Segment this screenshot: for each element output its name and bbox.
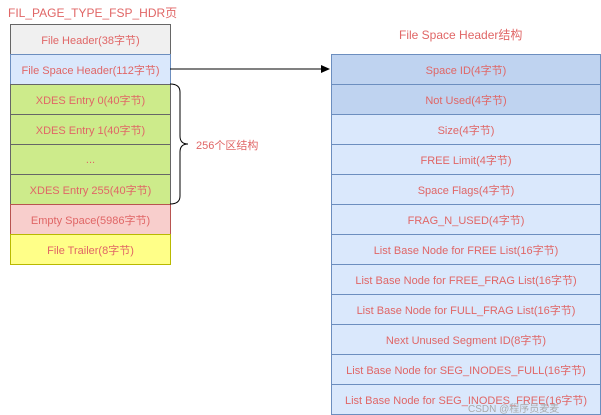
header-field-8: List Base Node for FULL_FRAG List(16字节) bbox=[331, 294, 601, 325]
left-block-4: ... bbox=[10, 144, 171, 175]
left-title: FIL_PAGE_TYPE_FSP_HDR页 bbox=[8, 6, 178, 20]
brace-icon bbox=[169, 83, 189, 205]
left-block-3: XDES Entry 1(40字节) bbox=[10, 114, 171, 145]
header-field-11: List Base Node for SEG_INODES_FREE(16字节) bbox=[331, 384, 601, 415]
header-field-5: FRAG_N_USED(4字节) bbox=[331, 204, 601, 235]
header-field-3: FREE Limit(4字节) bbox=[331, 144, 601, 175]
header-field-7: List Base Node for FREE_FRAG List(16字节) bbox=[331, 264, 601, 295]
left-block-1: File Space Header(112字节) bbox=[10, 54, 171, 85]
header-field-0: Space ID(4字节) bbox=[331, 54, 601, 85]
brace-label: 256个区结构 bbox=[196, 140, 259, 152]
header-field-1: Not Used(4字节) bbox=[331, 84, 601, 115]
header-field-2: Size(4字节) bbox=[331, 114, 601, 145]
header-field-10: List Base Node for SEG_INODES_FULL(16字节) bbox=[331, 354, 601, 385]
left-block-5: XDES Entry 255(40字节) bbox=[10, 174, 171, 205]
left-block-2: XDES Entry 0(40字节) bbox=[10, 84, 171, 115]
header-field-4: Space Flags(4字节) bbox=[331, 174, 601, 205]
right-title: File Space Header结构 bbox=[399, 28, 523, 42]
left-block-0: File Header(38字节) bbox=[10, 24, 171, 55]
left-block-6: Empty Space(5986字节) bbox=[10, 204, 171, 235]
header-field-9: Next Unused Segment ID(8字节) bbox=[331, 324, 601, 355]
left-block-7: File Trailer(8字节) bbox=[10, 234, 171, 265]
header-field-6: List Base Node for FREE List(16字节) bbox=[331, 234, 601, 265]
watermark: CSDN @程序员麦麦 bbox=[468, 404, 560, 415]
arrow-head-icon bbox=[321, 65, 330, 73]
